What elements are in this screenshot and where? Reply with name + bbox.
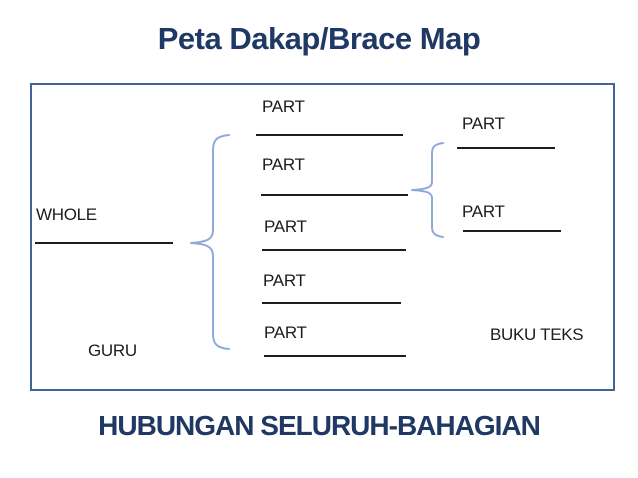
part-label: PART <box>462 202 505 221</box>
part-underline <box>264 355 406 357</box>
part-underline <box>463 230 561 232</box>
part-underline <box>262 302 401 304</box>
part-label: PART <box>264 323 307 342</box>
teacher-label: GURU <box>88 341 137 360</box>
part-label: PART <box>264 217 307 236</box>
part-underline <box>256 134 403 136</box>
part-label: PART <box>262 155 305 174</box>
part-underline <box>262 249 406 251</box>
sub-brace-icon <box>411 142 444 238</box>
whole-label: WHOLE <box>36 205 97 224</box>
part-label: PART <box>262 97 305 116</box>
footer-heading: HUBUNGAN SELURUH-BAHAGIAN <box>98 410 541 441</box>
part-label: PART <box>263 271 306 290</box>
slide-title: Peta Dakap/Brace Map <box>157 21 481 56</box>
part-underline <box>261 194 408 196</box>
whole-underline <box>35 242 173 244</box>
part-label: PART <box>462 114 505 133</box>
part-underline <box>457 147 555 149</box>
textbook-label: BUKU TEKS <box>490 325 584 344</box>
main-brace-icon <box>190 134 230 350</box>
